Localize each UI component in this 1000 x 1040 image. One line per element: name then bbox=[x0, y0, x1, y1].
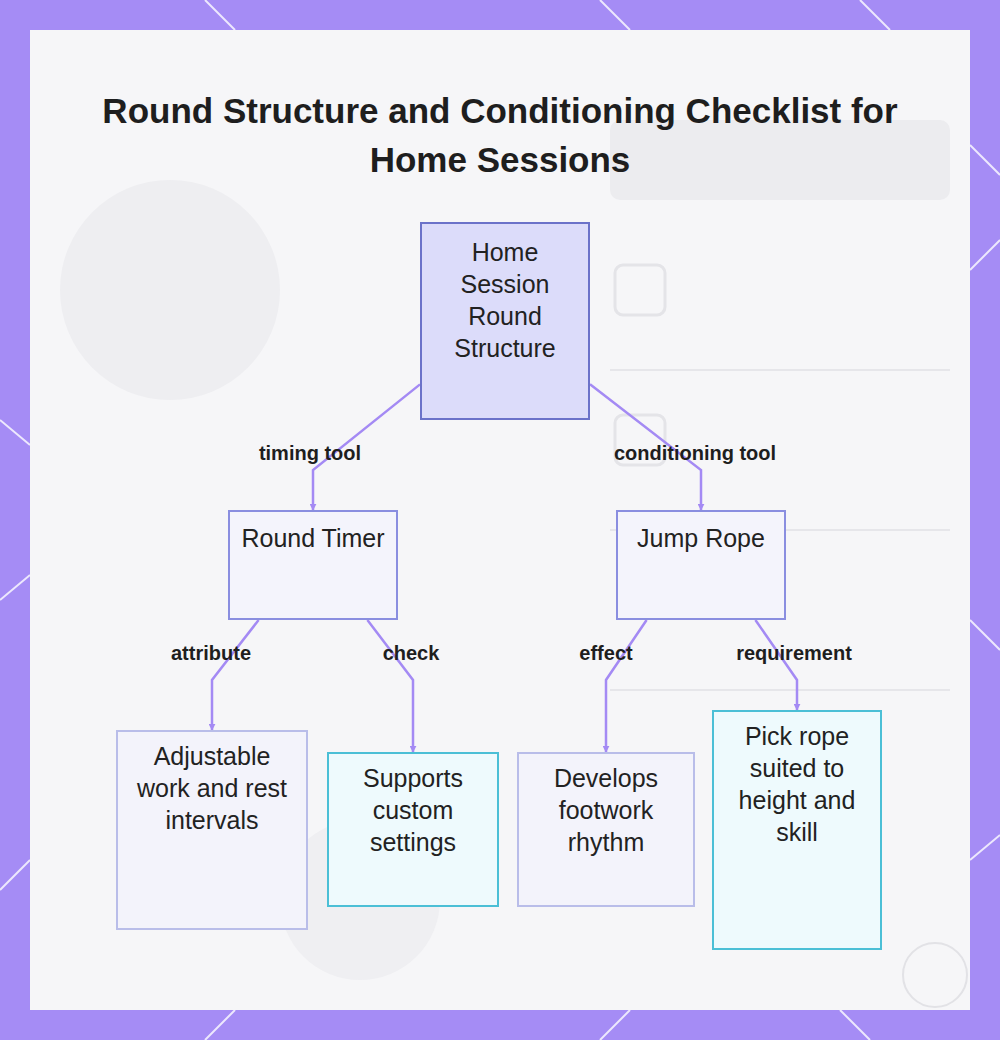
edge-label: requirement bbox=[736, 641, 852, 665]
backdrop-shape bbox=[610, 689, 950, 691]
connector-line bbox=[755, 620, 797, 710]
backdrop-shape bbox=[610, 369, 950, 371]
connector-line bbox=[212, 620, 259, 730]
box-text: Develops footwork rhythm bbox=[527, 762, 685, 858]
topic-box: Jump Rope bbox=[616, 510, 786, 620]
backdrop-shape bbox=[615, 265, 665, 315]
connector-line bbox=[606, 620, 647, 752]
topic-box: Round Timer bbox=[228, 510, 398, 620]
backdrop-shape bbox=[60, 180, 280, 400]
box-text: Home Session Round Structure bbox=[430, 236, 580, 364]
topic-box: Develops footwork rhythm bbox=[517, 752, 695, 907]
box-text: Adjustable work and rest intervals bbox=[126, 740, 298, 836]
box-text: Jump Rope bbox=[626, 522, 776, 554]
box-text: Pick rope suited to height and skill bbox=[722, 720, 872, 848]
connector-line bbox=[367, 620, 413, 752]
topic-box: Adjustable work and rest intervals bbox=[116, 730, 308, 930]
topic-box: Pick rope suited to height and skill bbox=[712, 710, 882, 950]
edge-label: effect bbox=[579, 641, 632, 665]
box-text: Supports custom settings bbox=[337, 762, 489, 858]
edge-label: conditioning tool bbox=[614, 441, 776, 465]
diagram-title: Round Structure and Conditioning Checkli… bbox=[100, 86, 900, 184]
backdrop-shape bbox=[903, 943, 967, 1007]
root-box: Home Session Round Structure bbox=[420, 222, 590, 420]
box-text: Round Timer bbox=[238, 522, 388, 554]
edge-label: timing tool bbox=[259, 441, 361, 465]
edge-label: attribute bbox=[171, 641, 251, 665]
topic-box: Supports custom settings bbox=[327, 752, 499, 907]
edge-label: check bbox=[383, 641, 440, 665]
backdrop-shape bbox=[610, 120, 950, 200]
